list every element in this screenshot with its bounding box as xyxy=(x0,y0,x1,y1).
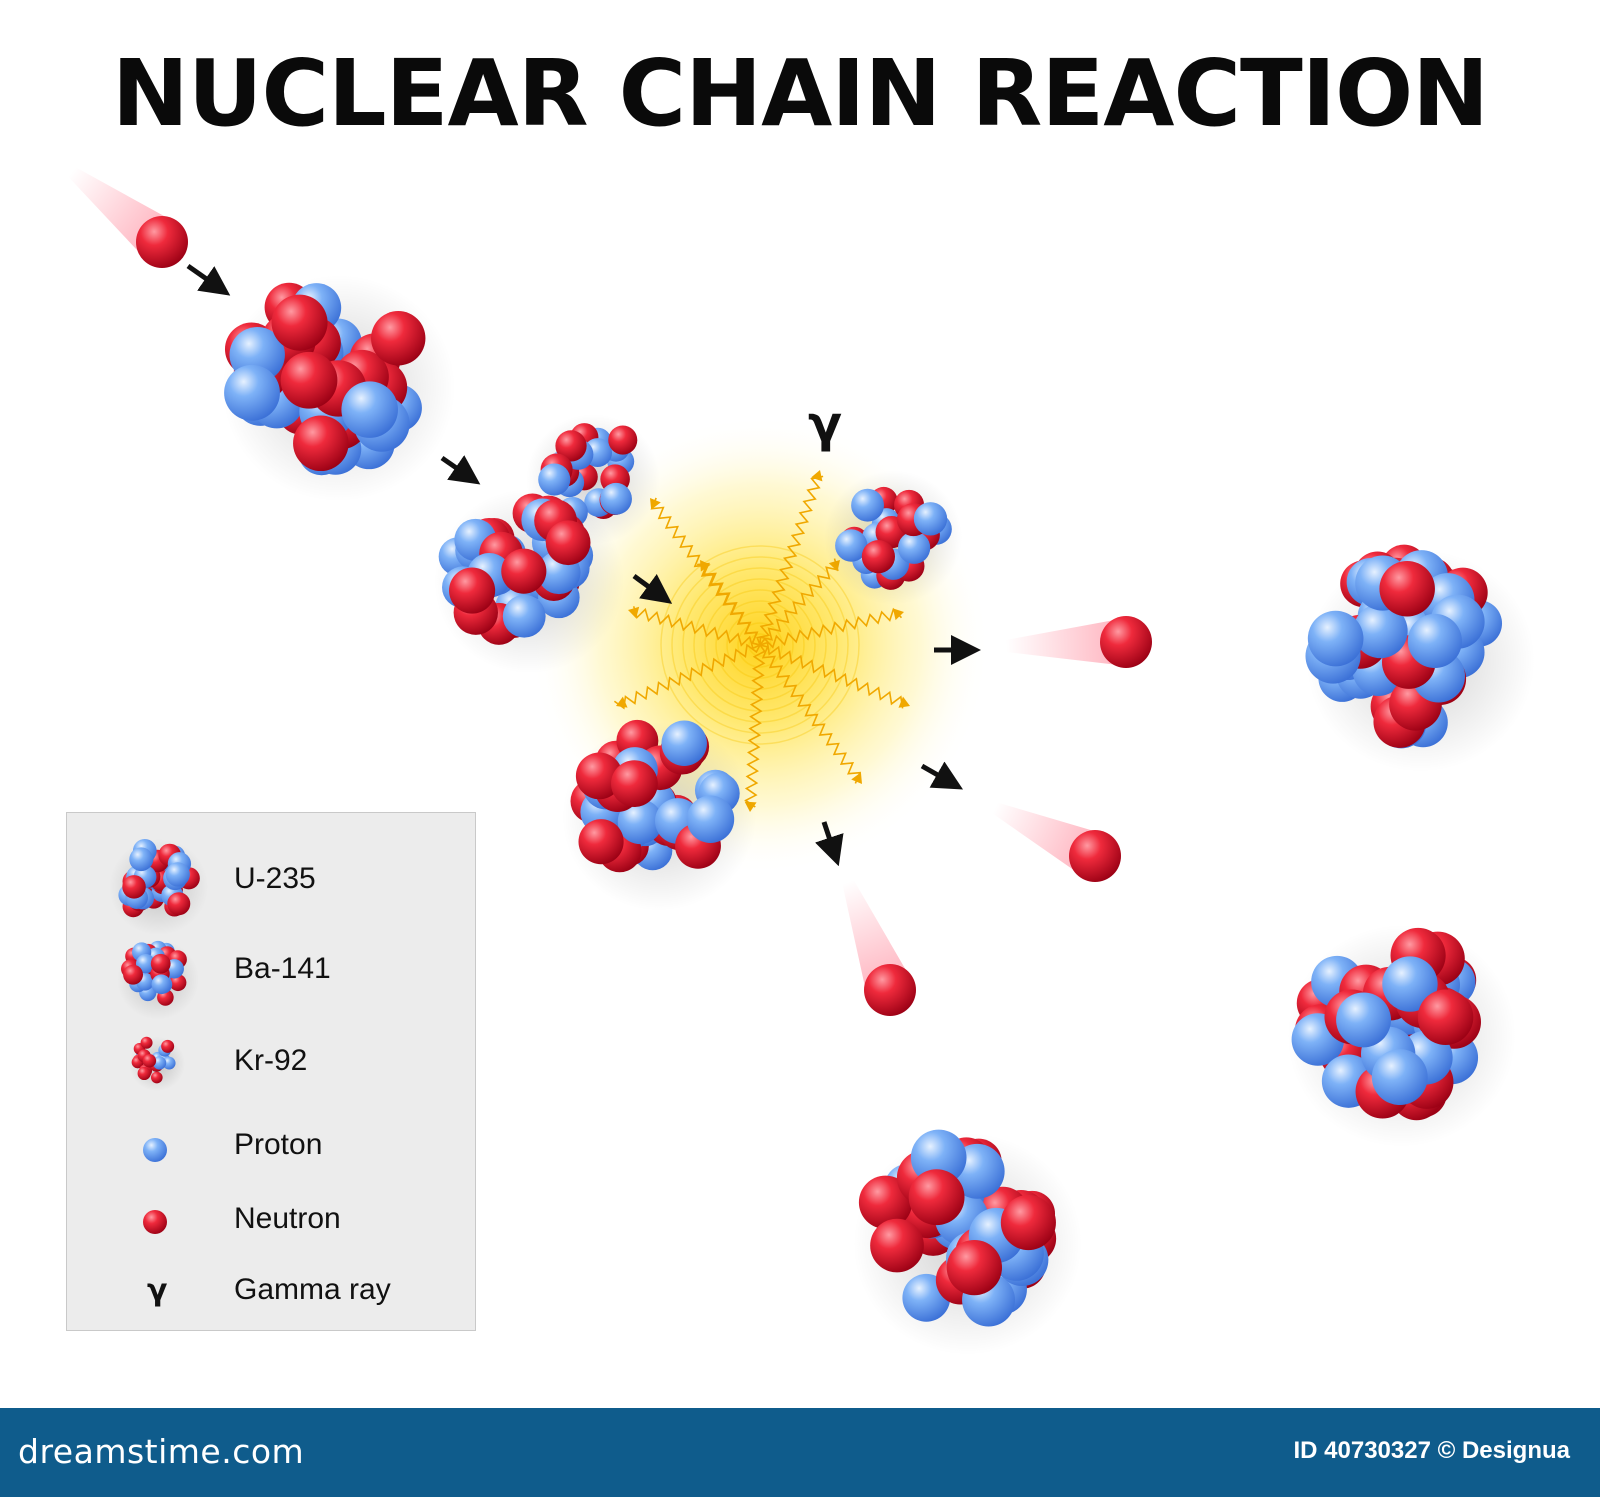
neutron xyxy=(1000,1195,1056,1251)
arrow-to-split xyxy=(440,455,481,485)
neutron xyxy=(555,430,587,462)
gamma-ray-wave-8 xyxy=(759,644,862,785)
legend-label-ba141: Ba-141 xyxy=(234,952,331,985)
energy-rings xyxy=(660,545,860,745)
neutron xyxy=(861,540,895,574)
emitted-neutron-1-trail xyxy=(1005,618,1127,666)
arrow-neutron-2 xyxy=(920,761,964,790)
ba141-fragment xyxy=(562,719,757,911)
proton xyxy=(1307,610,1364,667)
proton xyxy=(851,488,884,522)
neutron xyxy=(293,415,349,472)
proton xyxy=(1382,956,1438,1012)
legend-label-gamma-ray: Gamma ray xyxy=(234,1273,391,1306)
gamma-ray-wave-3 xyxy=(628,606,761,650)
proton xyxy=(686,795,735,843)
arrow-neutron-3 xyxy=(815,821,844,867)
u235-nucleus-target-3 xyxy=(853,1129,1082,1356)
footer-site-name: dreamstime.com xyxy=(18,1432,305,1471)
u235-nucleus-incoming xyxy=(222,274,456,502)
neutron xyxy=(575,752,623,800)
page-title: NUCLEAR CHAIN REACTION xyxy=(111,40,1489,147)
motion-arrows xyxy=(186,263,981,867)
nuclei-group xyxy=(222,274,1535,1356)
emitted-neutron-2 xyxy=(1069,830,1121,882)
arrow-neutron-to-u235 xyxy=(186,263,231,296)
footer-bar xyxy=(0,1408,1600,1497)
proton xyxy=(835,529,868,562)
neutron xyxy=(611,760,658,808)
neutron xyxy=(371,311,426,366)
proton xyxy=(538,463,571,496)
u235-nucleus-target-2 xyxy=(1287,924,1516,1148)
proton xyxy=(600,482,632,515)
gamma-ray-icon: γ xyxy=(147,1273,168,1308)
proton xyxy=(224,364,280,421)
neutron xyxy=(1379,560,1435,617)
arrow-to-burst xyxy=(632,573,673,604)
proton xyxy=(661,720,707,766)
gamma-ray-wave-2 xyxy=(756,470,824,646)
proton xyxy=(910,1129,967,1186)
footer-image-credit: ID 40730327 © Designua xyxy=(1293,1437,1571,1464)
gamma-ray-wave-4 xyxy=(759,607,904,649)
incoming-neutron xyxy=(136,216,188,268)
proton xyxy=(1353,603,1408,659)
proton xyxy=(897,531,931,564)
kr92-fragment xyxy=(824,470,963,605)
emitted-neutron-3 xyxy=(864,964,916,1016)
neutron xyxy=(501,548,547,594)
proton xyxy=(913,502,948,536)
gamma-ray-symbol: γ xyxy=(808,395,843,453)
proton xyxy=(617,799,663,845)
proton xyxy=(1336,992,1391,1048)
free-neutrons xyxy=(136,216,1152,1016)
u235-nucleus-target-1 xyxy=(1305,544,1535,773)
proton xyxy=(502,594,546,638)
neutron xyxy=(870,1218,924,1273)
gamma-ray-waves xyxy=(613,470,911,812)
legend-label-neutron: Neutron xyxy=(234,1202,341,1235)
proton xyxy=(1407,613,1462,669)
legend-label-u235: U-235 xyxy=(234,862,316,895)
neutron xyxy=(946,1239,1003,1296)
legend-label-proton: Proton xyxy=(234,1128,323,1161)
neutron xyxy=(271,294,328,351)
proton xyxy=(341,381,398,438)
neutron xyxy=(1417,989,1474,1045)
neutron xyxy=(608,425,638,455)
legend-label-kr92: Kr-92 xyxy=(234,1044,308,1077)
gamma-ray-wave-5 xyxy=(613,643,761,710)
neutron xyxy=(858,1175,913,1229)
proton xyxy=(1371,1049,1428,1106)
neutron xyxy=(578,819,624,865)
gamma-ray-wave-6 xyxy=(759,641,911,709)
splitting-nucleus-lower xyxy=(433,488,625,674)
neutron xyxy=(545,520,591,566)
emitted-neutron-1 xyxy=(1100,616,1152,668)
neutron xyxy=(908,1169,965,1226)
neutron xyxy=(280,351,338,409)
gamma-ray-wave-9 xyxy=(697,559,761,646)
neutron xyxy=(449,567,496,614)
